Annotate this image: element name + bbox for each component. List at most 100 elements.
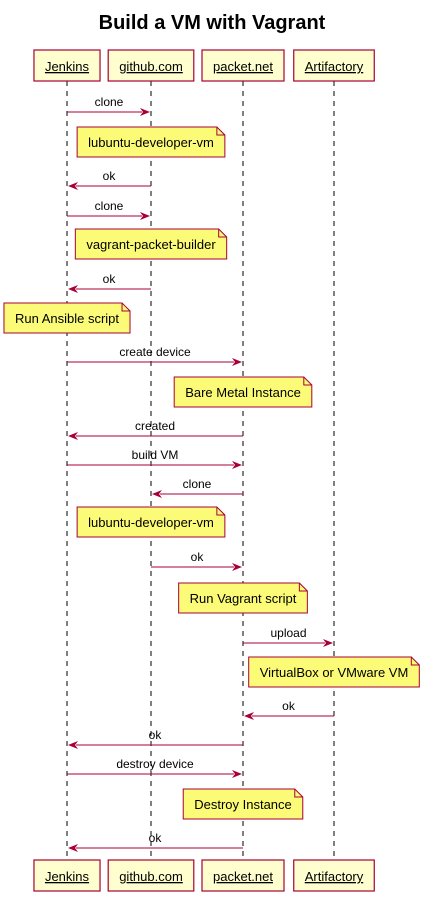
note-text: lubuntu-developer-vm (88, 135, 214, 150)
message-label: ok (103, 169, 117, 183)
participant-box (201, 859, 285, 892)
note-body (76, 126, 226, 158)
note-fold (410, 657, 420, 666)
note-body (76, 506, 226, 538)
message: ok (151, 550, 242, 571)
arrow-head (244, 712, 254, 720)
participant-label: github.com (119, 59, 183, 74)
message: destroy device (67, 757, 242, 778)
arrow-head (68, 285, 78, 293)
note-body (182, 788, 304, 820)
note-body (3, 302, 131, 334)
participant-artifactory-bottom: Artifactory (293, 859, 375, 892)
participant-jenkins-bottom: Jenkins (33, 859, 101, 892)
message-label: build VM (132, 448, 179, 462)
arrow-head (152, 490, 162, 498)
message: upload (243, 626, 333, 647)
diagram-title: Build a VM with Vagrant (99, 12, 326, 34)
note: Run Vagrant script (178, 582, 308, 614)
message-label: upload (270, 626, 306, 640)
note-text: VirtualBox or VMware VM (260, 665, 409, 680)
participant-box (201, 49, 285, 82)
message: build VM (67, 448, 242, 469)
participant-label: Artifactory (305, 59, 364, 74)
message-label: ok (282, 699, 296, 713)
participant-label: Jenkins (45, 869, 90, 884)
participant-artifactory-top: Artifactory (293, 49, 375, 82)
message: clone (67, 199, 150, 220)
arrow-head (140, 108, 150, 116)
note-body (74, 228, 228, 260)
arrow-head (232, 358, 242, 366)
note: lubuntu-developer-vm (76, 506, 226, 538)
participant-packet-top: packet.net (201, 49, 285, 82)
message: ok (68, 272, 151, 293)
arrow-head (323, 639, 333, 647)
message-label: clone (95, 199, 124, 213)
lifelines (66, 81, 335, 860)
note: Destroy Instance (182, 788, 304, 820)
participant-label: packet.net (213, 869, 273, 884)
participant-heads: JenkinsJenkinsgithub.comgithub.compacket… (33, 49, 375, 892)
message-label: clone (95, 95, 124, 109)
participant-box (293, 49, 375, 82)
note-fold (216, 127, 225, 136)
message: created (68, 419, 243, 440)
participant-label: packet.net (213, 59, 273, 74)
participant-label: Artifactory (305, 869, 364, 884)
participant-box (293, 859, 375, 892)
participant-label: Jenkins (45, 59, 90, 74)
note-text: Run Vagrant script (190, 591, 297, 606)
note-fold (298, 583, 308, 592)
note-body (248, 656, 420, 688)
message-label: ok (103, 272, 117, 286)
participant-github-top: github.com (107, 49, 195, 82)
message: ok (68, 728, 243, 749)
arrow-head (232, 563, 242, 571)
note: Run Ansible script (3, 302, 131, 334)
note: lubuntu-developer-vm (76, 126, 226, 158)
message: ok (68, 831, 243, 852)
message-label: ok (191, 550, 205, 564)
note-text: Destroy Instance (194, 797, 292, 812)
message: ok (244, 699, 334, 720)
participant-box (107, 859, 195, 892)
note-fold (216, 507, 225, 516)
note-text: Run Ansible script (15, 311, 119, 326)
message-label: created (135, 419, 175, 433)
note-fold (303, 377, 312, 386)
message-label: clone (183, 477, 212, 491)
arrow-head (68, 432, 78, 440)
arrow-head (232, 461, 242, 469)
note: vagrant-packet-builder (74, 228, 228, 260)
message: clone (67, 95, 150, 116)
note: Bare Metal Instance (173, 376, 313, 408)
message-label: ok (149, 831, 163, 845)
note-fold (121, 303, 131, 312)
participant-box (33, 859, 101, 892)
note-fold (218, 229, 227, 238)
note-fold (294, 789, 303, 798)
events: clone lubuntu-developer-vm ok clone vagrant-… (3, 95, 420, 852)
arrow-head (68, 182, 78, 190)
message-label: destroy device (116, 757, 194, 771)
message: create device (67, 345, 242, 366)
note-text: lubuntu-developer-vm (88, 515, 214, 530)
participant-packet-bottom: packet.net (201, 859, 285, 892)
arrow-head (68, 844, 78, 852)
message-label: create device (119, 345, 191, 359)
note-body (173, 376, 313, 408)
note: VirtualBox or VMware VM (248, 656, 420, 688)
participant-box (107, 49, 195, 82)
note-text: vagrant-packet-builder (86, 237, 216, 252)
arrow-head (232, 770, 242, 778)
participant-label: github.com (119, 869, 183, 884)
participant-box (33, 49, 101, 82)
message: clone (152, 477, 243, 498)
note-body (178, 582, 308, 614)
participant-github-bottom: github.com (107, 859, 195, 892)
participant-jenkins-top: Jenkins (33, 49, 101, 82)
arrow-head (140, 212, 150, 220)
message-label: ok (149, 728, 163, 742)
